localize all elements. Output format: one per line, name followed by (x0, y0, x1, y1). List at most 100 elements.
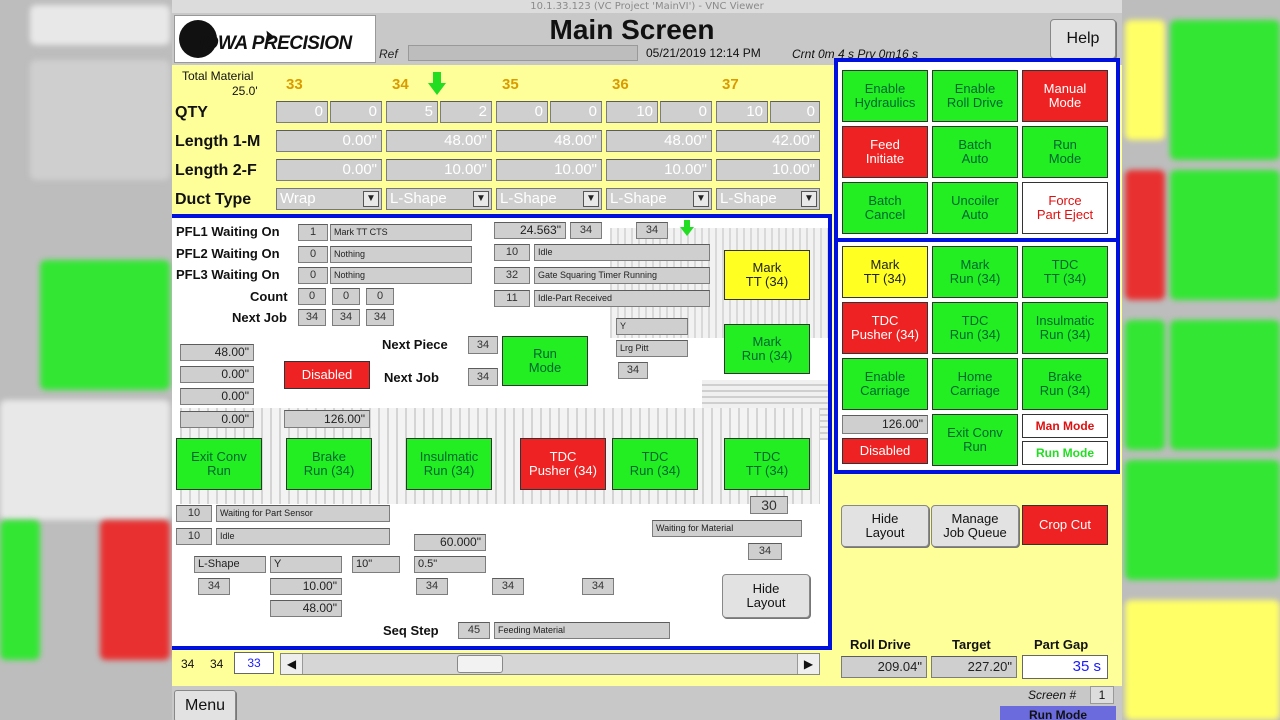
horizontal-scrollbar[interactable]: ◀ ▶ (280, 653, 820, 675)
pfl1-num: 1 (298, 224, 328, 241)
enable-hydraulics-button[interactable]: Enable Hydraulics (842, 70, 928, 122)
length2-37[interactable]: 10.00" (716, 159, 820, 181)
insulmatic-run-cp-button[interactable]: Insulmatic Run (34) (1022, 302, 1108, 354)
batch-cancel-button[interactable]: Batch Cancel (842, 182, 928, 234)
qty-35-b[interactable]: 0 (550, 101, 602, 123)
pfl1-position: 24.563" (494, 222, 566, 239)
qty-36-b[interactable]: 0 (660, 101, 712, 123)
exit-conv-cp-button[interactable]: Exit Conv Run (932, 414, 1018, 466)
next-piece-value: 34 (468, 336, 498, 354)
pfl3-num: 0 (298, 267, 328, 284)
crop-cut-button[interactable]: Crop Cut (1022, 505, 1108, 545)
length2-34[interactable]: 10.00" (386, 159, 492, 181)
qty-37-b[interactable]: 0 (770, 101, 820, 123)
help-button[interactable]: Help (1050, 19, 1116, 59)
man-mode-indicator[interactable]: Man Mode (1022, 414, 1108, 438)
qty-33-b[interactable]: 0 (330, 101, 382, 123)
datetime: 05/21/2019 12:14 PM (646, 46, 761, 60)
enable-carriage-button[interactable]: Enable Carriage (842, 358, 928, 410)
duct-type-37[interactable]: L-Shape▼ (716, 188, 820, 210)
batch-auto-button[interactable]: Batch Auto (932, 126, 1018, 178)
cp-disabled-indicator[interactable]: Disabled (842, 438, 928, 464)
length1-36[interactable]: 48.00" (606, 130, 712, 152)
brake-run-cp-button[interactable]: Brake Run (34) (1022, 358, 1108, 410)
run-mode-cp-button[interactable]: Run Mode (1022, 126, 1108, 178)
footer-num-b: 34 (210, 657, 224, 671)
length2-33[interactable]: 0.00" (276, 159, 382, 181)
manual-mode-button[interactable]: Manual Mode (1022, 70, 1108, 122)
tdc-run-button[interactable]: TDC Run (34) (612, 438, 698, 490)
qty-35-a[interactable]: 0 (496, 101, 548, 123)
duct-type-35-value: L-Shape (500, 190, 557, 207)
duct-type-35[interactable]: L-Shape▼ (496, 188, 602, 210)
menu-button[interactable]: Menu (174, 690, 236, 720)
mark-tt-cp-button[interactable]: Mark TT (34) (842, 246, 928, 298)
duct-type-33[interactable]: Wrap▼ (276, 188, 382, 210)
enable-roll-drive-button[interactable]: Enable Roll Drive (932, 70, 1018, 122)
column-36: 36 (612, 76, 629, 93)
duct-type-34[interactable]: L-Shape▼ (386, 188, 492, 210)
tdc-tt-button[interactable]: TDC TT (34) (724, 438, 810, 490)
duct-type-33-value: Wrap (280, 190, 316, 207)
insulmatic-run-button[interactable]: Insulmatic Run (34) (406, 438, 492, 490)
screen-title: Main Screen (549, 14, 715, 45)
run-mode-indicator[interactable]: Run Mode (1022, 441, 1108, 465)
exit-conv-run-button[interactable]: Exit Conv Run (176, 438, 262, 490)
window-title: 10.1.33.123 (VC Project 'MainVI') - VNC … (172, 0, 1122, 13)
mark-tt-button[interactable]: Mark TT (34) (724, 250, 810, 300)
msg-num: 32 (494, 267, 530, 284)
length2-35[interactable]: 10.00" (496, 159, 602, 181)
tdc-run-cp-button[interactable]: TDC Run (34) (932, 302, 1018, 354)
duct-type-label: Duct Type (175, 191, 252, 208)
scroll-left-icon[interactable]: ◀ (281, 654, 303, 674)
logo-text: IOWA PRECISION (199, 33, 352, 54)
mark-run-cp-button[interactable]: Mark Run (34) (932, 246, 1018, 298)
qty-34-b[interactable]: 2 (440, 101, 492, 123)
length1-33[interactable]: 0.00" (276, 130, 382, 152)
mark-run-button[interactable]: Mark Run (34) (724, 324, 810, 374)
scroll-right-icon[interactable]: ▶ (797, 654, 819, 674)
bottom-text: Waiting for Part Sensor (216, 505, 390, 522)
qty-34-a[interactable]: 5 (386, 101, 438, 123)
home-carriage-button[interactable]: Home Carriage (932, 358, 1018, 410)
tdc-pusher-cp-button[interactable]: TDC Pusher (34) (842, 302, 928, 354)
footer-num-c[interactable]: 33 (234, 652, 274, 674)
qty-33-a[interactable]: 0 (276, 101, 328, 123)
control-panel-frame (834, 58, 1120, 474)
qty-36-a[interactable]: 10 (606, 101, 658, 123)
green-down-arrow-icon (680, 220, 694, 238)
tdc-pusher-button[interactable]: TDC Pusher (34) (520, 438, 606, 490)
manage-job-queue-button[interactable]: Manage Job Queue (931, 505, 1019, 547)
dropdown-arrow-icon: ▼ (801, 191, 817, 207)
duct-type-36[interactable]: L-Shape▼ (606, 188, 712, 210)
qty-37-a[interactable]: 10 (716, 101, 768, 123)
count-value: 0 (298, 288, 326, 305)
uncoiler-auto-button[interactable]: Uncoiler Auto (932, 182, 1018, 234)
length1-34[interactable]: 48.00" (386, 130, 492, 152)
feed-initiate-button[interactable]: Feed Initiate (842, 126, 928, 178)
disabled-indicator[interactable]: Disabled (284, 361, 370, 389)
layout-value: 0.00" (180, 366, 254, 383)
bottom-34: 34 (198, 578, 230, 595)
hide-layout-button-inner[interactable]: Hide Layout (722, 574, 810, 618)
bottom-48: 48.00" (270, 600, 342, 617)
bottom-lshape: L-Shape (194, 556, 266, 573)
layout-value: 0.00" (180, 388, 254, 405)
length1-37[interactable]: 42.00" (716, 130, 820, 152)
force-part-eject-button[interactable]: Force Part Eject (1022, 182, 1108, 234)
hide-layout-button[interactable]: Hide Layout (841, 505, 929, 547)
run-mode-button[interactable]: Run Mode (502, 336, 588, 386)
tdc-tt-cp-button[interactable]: TDC TT (34) (1022, 246, 1108, 298)
part-gap-value[interactable]: 35 s (1022, 655, 1108, 679)
column-33: 33 (286, 76, 303, 93)
num-34-right: 34 (748, 543, 782, 560)
brake-run-button[interactable]: Brake Run (34) (286, 438, 372, 490)
layout-frame (172, 214, 832, 650)
pfl3-label: PFL3 Waiting On (176, 267, 280, 282)
next-job-value: 34 (298, 309, 326, 326)
scroll-thumb[interactable] (457, 655, 503, 673)
total-material-value: 25.0' (232, 84, 258, 98)
length2-36[interactable]: 10.00" (606, 159, 712, 181)
length1-35[interactable]: 48.00" (496, 130, 602, 152)
pfl2-label: PFL2 Waiting On (176, 246, 280, 261)
